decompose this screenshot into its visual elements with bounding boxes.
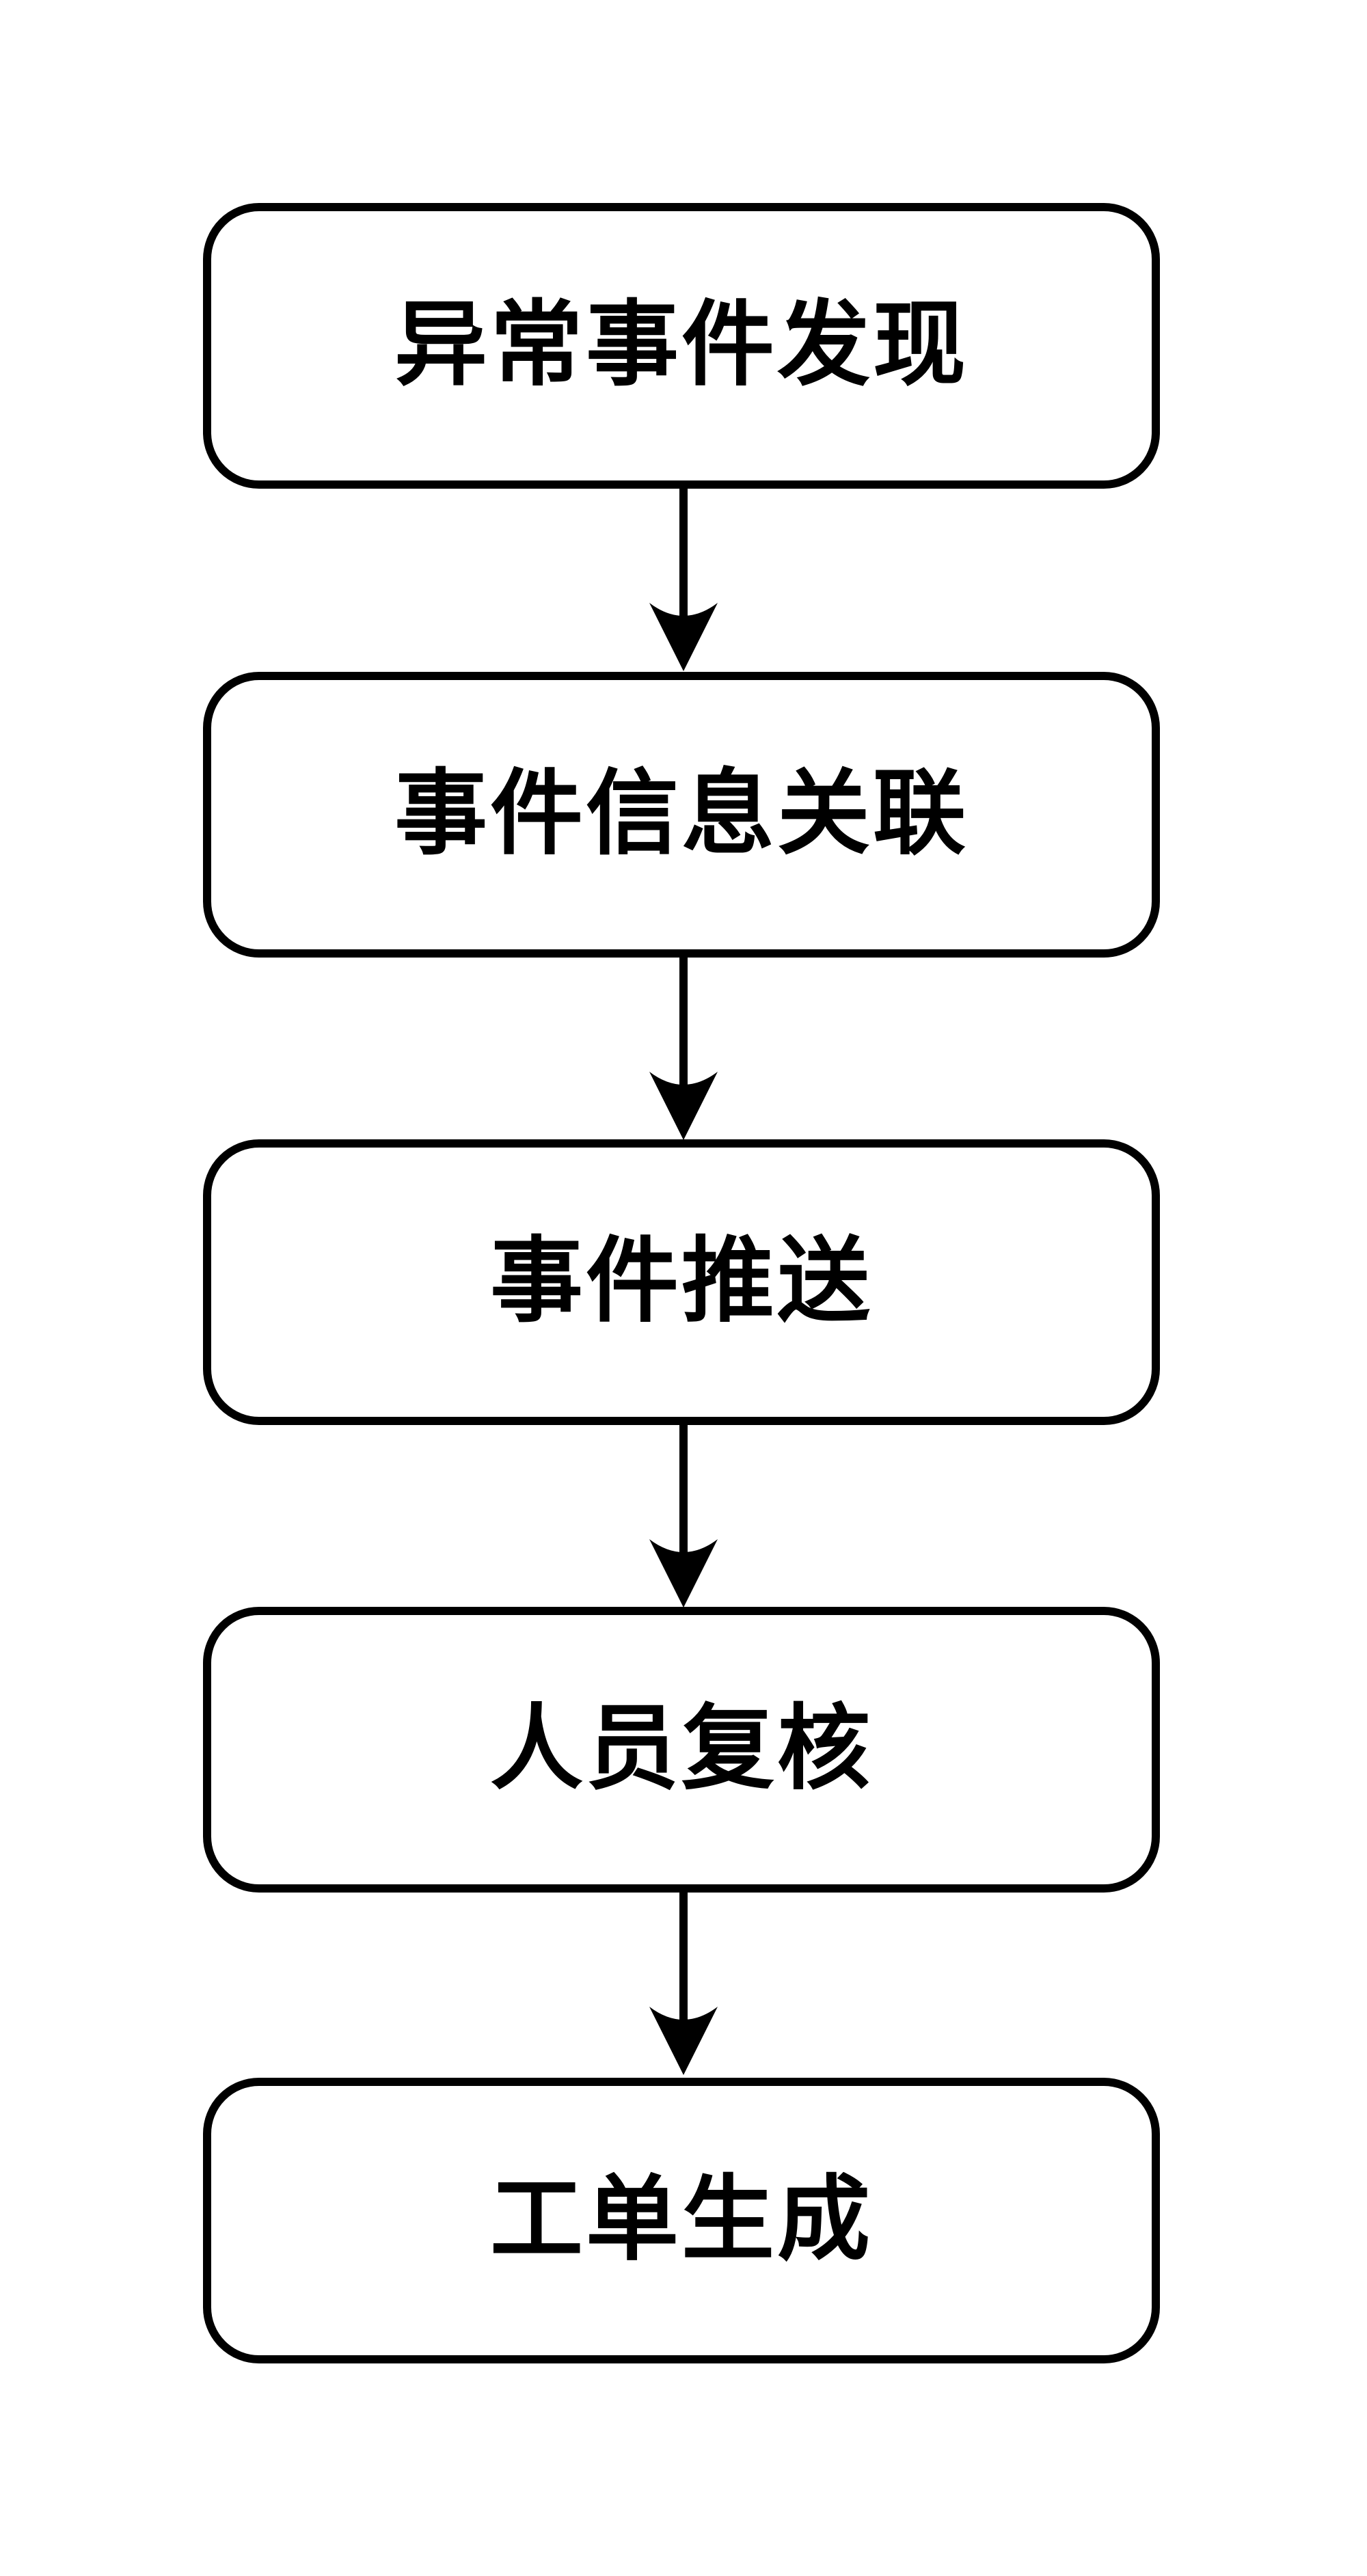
arrow-shaft [679,1423,688,1553]
connector-review-to-workorder [640,1890,727,2076]
node-work-order-generation-label: 工单生成 [490,2169,873,2272]
arrow-down-icon [649,1890,718,2075]
node-event-discovery: 异常事件发现 [203,203,1160,489]
arrow-down-icon [649,955,718,1140]
node-event-discovery-label: 异常事件发现 [394,295,969,397]
arrow-shaft [679,1890,688,2020]
node-personnel-review-label: 人员复核 [490,1698,873,1801]
connector-push-to-review [640,1423,727,1609]
arrow-shaft [679,487,688,616]
arrow-head [649,1539,718,1608]
node-event-info-association: 事件信息关联 [203,672,1160,958]
connector-association-to-push [640,955,727,1141]
arrow-down-icon [649,487,718,671]
arrow-head [649,2007,718,2075]
node-event-push: 事件推送 [203,1139,1160,1425]
arrow-shaft [679,955,688,1085]
node-event-push-label: 事件推送 [490,1231,873,1333]
arrow-head [649,1072,718,1140]
arrow-down-icon [649,1423,718,1608]
arrow-head [649,603,718,671]
node-work-order-generation: 工单生成 [203,2078,1160,2363]
connector-discovery-to-association [640,487,727,673]
node-personnel-review: 人员复核 [203,1607,1160,1893]
node-event-info-association-label: 事件信息关联 [394,763,969,866]
